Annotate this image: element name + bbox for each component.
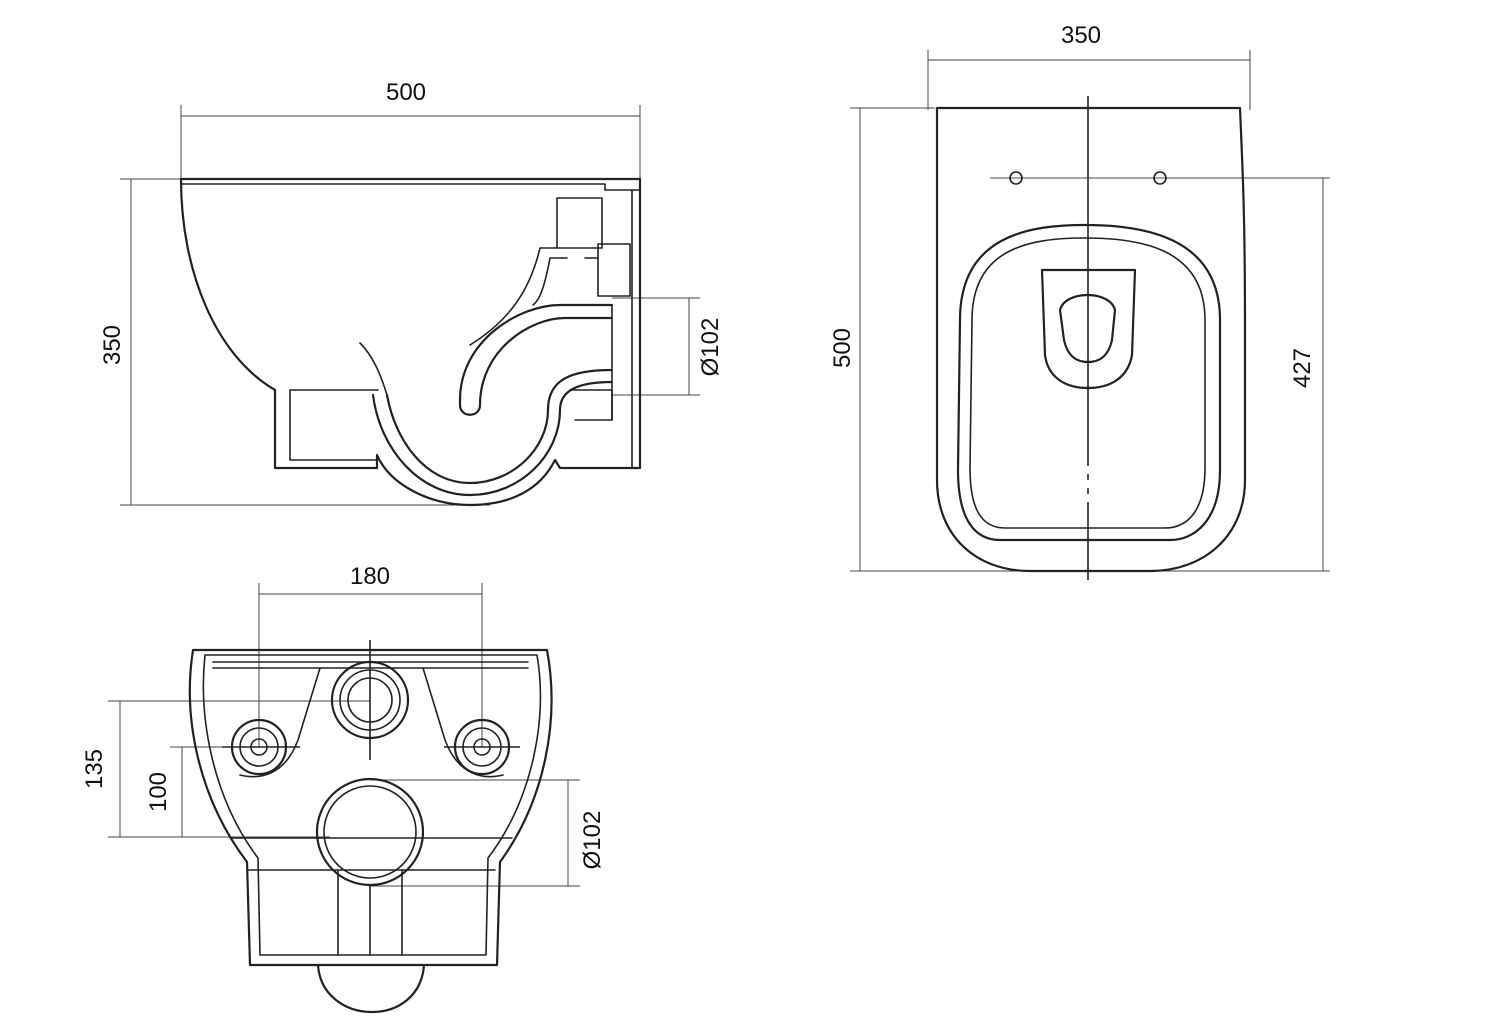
side-foot [289, 389, 379, 461]
side-outlet-label: Ø102 [697, 318, 724, 377]
top-width-label: 350 [1061, 22, 1101, 49]
top-fixing-label: 427 [1289, 348, 1316, 388]
side-outlet-dimension: Ø102 [612, 297, 724, 396]
top-shell-outline [935, 106, 1247, 573]
rear-view: 180 135 100 Ø102 [81, 563, 606, 1014]
top-waterway [1058, 293, 1117, 364]
rear-outlet-pipe [337, 869, 403, 956]
side-view: 500 350 Ø102 [99, 79, 724, 507]
rear-siphon-bottom [316, 963, 426, 1014]
rear-spacing-label: 180 [350, 563, 390, 590]
rear-spacing-dimension: 180 [258, 563, 483, 747]
top-fixing-hole-left [1009, 171, 1023, 185]
top-fixing-hole-right [1153, 171, 1167, 185]
rear-pocket-left [239, 667, 321, 778]
rear-fixing-height-label: 135 [81, 749, 108, 789]
rear-inlet-height-label: 100 [145, 772, 172, 812]
side-width-dimension: 500 [180, 79, 641, 178]
side-bowl-outline [179, 177, 642, 507]
top-length-label: 500 [829, 328, 856, 368]
side-rear-wall [611, 189, 633, 469]
top-length-dimension: 500 [829, 107, 1330, 572]
rear-fixing-height-dimension: 135 [81, 700, 370, 838]
side-siphon-trap [371, 368, 614, 497]
side-siphon-loop [458, 303, 614, 416]
side-rim-line [180, 183, 641, 191]
rear-body-inner [202, 654, 542, 956]
rear-section-line [231, 837, 513, 871]
top-view: 350 500 427 [829, 22, 1330, 580]
side-flush-channel [469, 247, 568, 346]
rear-body-outline [188, 648, 553, 967]
side-inlet-block-upper [556, 197, 603, 249]
top-rim-outer [956, 223, 1222, 542]
side-outlet-step [569, 389, 613, 421]
rear-outlet-dimension: Ø102 [370, 779, 606, 887]
side-height-label: 350 [99, 325, 126, 365]
rear-waste-outlet [315, 777, 425, 887]
top-rim-inner [969, 237, 1206, 529]
side-inlet-block-lower [584, 243, 631, 297]
top-width-dimension: 350 [927, 22, 1251, 110]
side-height-dimension: 350 [99, 178, 490, 506]
side-width-label: 500 [386, 79, 426, 106]
side-throat-line [359, 342, 388, 396]
top-fixing-dimension: 427 [990, 177, 1330, 571]
rear-inlet-height-dimension: 100 [145, 746, 260, 837]
rear-outlet-label: Ø102 [579, 811, 606, 870]
